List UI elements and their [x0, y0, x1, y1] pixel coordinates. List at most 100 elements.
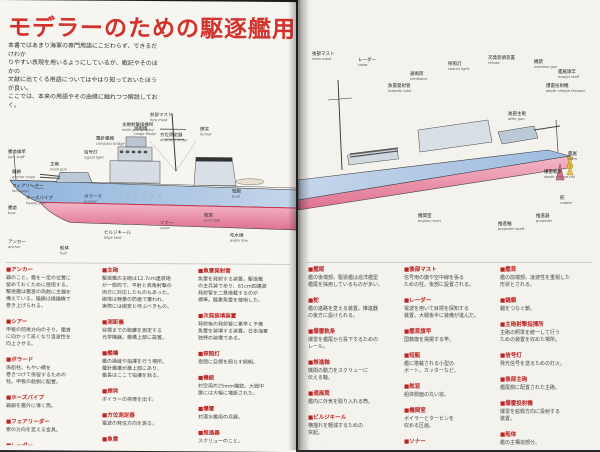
glossary-lines: 魚雷を発射する装置。駆逐艦の主兵装であり、61cm四連装発射管を二基搭載するのが… — [198, 276, 288, 446]
glossary-line: 艦の後端部。駆逐艦は巡洋艦型 — [308, 275, 398, 282]
glossary-line: 盤には大幅に増設された。 — [198, 390, 288, 398]
glossary-line: 艦の進路を変える装置。推進器 — [308, 306, 398, 313]
callout-label-en: propeller shaft — [498, 227, 524, 232]
glossary-heading: ■方位測定器 — [102, 413, 192, 421]
glossary-line: 錨をつなぐ鎖。 — [500, 306, 590, 313]
glossary-line — [102, 404, 192, 412]
glossary-heading: ■ボラード — [6, 357, 96, 365]
glossary-line: 艦の主構造部分。 — [500, 440, 590, 445]
intro-text: 本書ではあまり海軍の専門用語にこだわらず、できるだけわか りやすい表現を用いるよ… — [8, 42, 158, 111]
glossary-column: ■艦尾 艦の後端部。駆逐艦は巡洋艦型艦尾を採用しているものが多い。 ■舵艦の進路… — [308, 265, 398, 445]
glossary-column: ■後部マスト 信号用の旗や空中線を張るための柱。後部に設置される。 ■レーダー電… — [404, 265, 494, 445]
glossary-line — [6, 434, 96, 442]
glossary-line — [6, 386, 96, 394]
glossary-heading: ■アンカー — [6, 267, 96, 275]
glossary-line: 艦尾側に配置された主砲。 — [500, 385, 590, 392]
glossary-heading: ■信号灯 — [500, 353, 590, 360]
callout-label-en: main mast — [312, 57, 335, 62]
glossary-line: 艦内に外気を取り入れる筒。 — [308, 399, 398, 406]
glossary-heading: ■推進器 — [198, 430, 288, 438]
glossary-line: 柱。甲板の舷側に配置。 — [6, 379, 96, 387]
left-page: モデラーのための駆逐艦用語集 本書ではあまり海軍の専門用語にこだわらず、できるだ… — [0, 0, 296, 452]
callout-label-en: range finder — [134, 132, 156, 137]
callout-label-en: rudder — [560, 201, 572, 206]
glossary-heading: ■爆雷軌条 — [308, 329, 398, 336]
glossary-lines: 錨のこと。艦を一定の位置に留めておくために使用する。駆逐艦は艦首の両舷に主錨を備… — [6, 275, 96, 446]
callout-label-en: ensign staff — [558, 75, 579, 80]
glossary-line: スクリューのこと。 — [198, 438, 288, 446]
callout-label-en: propeller — [536, 219, 552, 224]
glossary-heading: ■機関室 — [404, 408, 494, 415]
callout-label-en: signal light — [84, 156, 104, 161]
glossary-columns-left: ■アンカー 錨のこと。艦を一定の位置に留めておくために使用する。駆逐艦は艦首の両… — [6, 265, 290, 447]
callout-label-en: radar — [358, 63, 376, 68]
glossary-lines: 駆逐艦の主砲は12.7cm連装砲が一般的で、平射と高角射撃の両方に対応したものも… — [102, 276, 192, 445]
glossary-line — [198, 366, 288, 374]
glossary-lines: 艦の前端部。凌波性を重視した形状とされる。 ■錨鎖錨をつなぐ鎖。 ■主砲射撃指揮… — [500, 275, 590, 445]
glossary-line: レール。 — [308, 344, 398, 351]
glossary-line: ボイラーとタービンを — [404, 416, 494, 423]
glossary-line: 形状とされる。 — [500, 282, 590, 289]
glossary-line: 対潜水艦用の兵器。 — [198, 414, 288, 422]
section-divider — [306, 262, 592, 263]
glossary-line — [198, 342, 288, 350]
callout-label-en: after gun — [508, 117, 526, 122]
glossary-line — [308, 320, 398, 327]
glossary-line — [6, 410, 96, 418]
glossary-line — [404, 430, 494, 437]
glossary-line — [6, 348, 96, 356]
glossary-line: 国籍旗を掲揚する竿。 — [404, 337, 494, 344]
callout-label-en: sonar — [160, 226, 174, 231]
glossary-heading: ■探照灯 — [198, 351, 288, 359]
callout-label-en: depth charge rail — [544, 175, 575, 180]
glossary-line: 電波を用いて目標を探知する — [404, 306, 494, 313]
glossary-line: 爆雷を艦尾から投下するための — [308, 337, 398, 344]
glossary-line: 爆雷を舷側方向に投射する — [500, 409, 590, 416]
glossary-heading: ■測距儀 — [102, 320, 192, 328]
glossary-line: 船体側面の丸い窓。 — [404, 392, 494, 399]
glossary-heading: ■推進軸 — [308, 360, 398, 367]
glossary-columns-right: ■艦尾 艦の後端部。駆逐艦は巡洋艦型艦尾を採用しているものが多い。 ■舵艦の進路… — [308, 265, 594, 445]
book-gutter — [288, 0, 310, 450]
glossary-heading: ■ソナー — [404, 439, 494, 445]
glossary-heading: ■主砲射撃指揮所 — [500, 322, 590, 329]
glossary-line — [404, 399, 494, 406]
glossary-heading: ■フェアリーダー — [6, 419, 96, 427]
glossary-heading: ■次発装填装置 — [198, 313, 288, 321]
callout-label-en: water line — [230, 239, 248, 244]
glossary-heading: ■レーダー — [404, 298, 494, 305]
glossary-line — [308, 351, 398, 358]
glossary-line: 収める区画。 — [404, 423, 494, 430]
glossary-line — [308, 289, 398, 296]
glossary-line — [102, 380, 192, 388]
glossary-heading: ■艦尾 — [308, 267, 398, 274]
glossary-lines: 艦の後端部。駆逐艦は巡洋艦型艦尾を採用しているものが多い。 ■舵艦の進路を変える… — [308, 275, 398, 445]
glossary-line — [404, 344, 494, 351]
callout-label-en: compass bridge — [96, 142, 125, 147]
callout-label-en: bow — [8, 211, 17, 216]
glossary-line: ボート。カッターなど。 — [404, 368, 494, 375]
glossary-line — [404, 320, 494, 327]
callout-label-en: depth charge thrower — [546, 89, 585, 94]
glossary-heading: ■爆雷投射機 — [500, 401, 590, 408]
glossary-heading: ■煙突 — [102, 389, 192, 397]
glossary-line: 装置。大戦後半に装備が進んだ。 — [404, 313, 494, 320]
glossary-line: 艦の前端部。凌波性を重視した — [500, 275, 590, 282]
